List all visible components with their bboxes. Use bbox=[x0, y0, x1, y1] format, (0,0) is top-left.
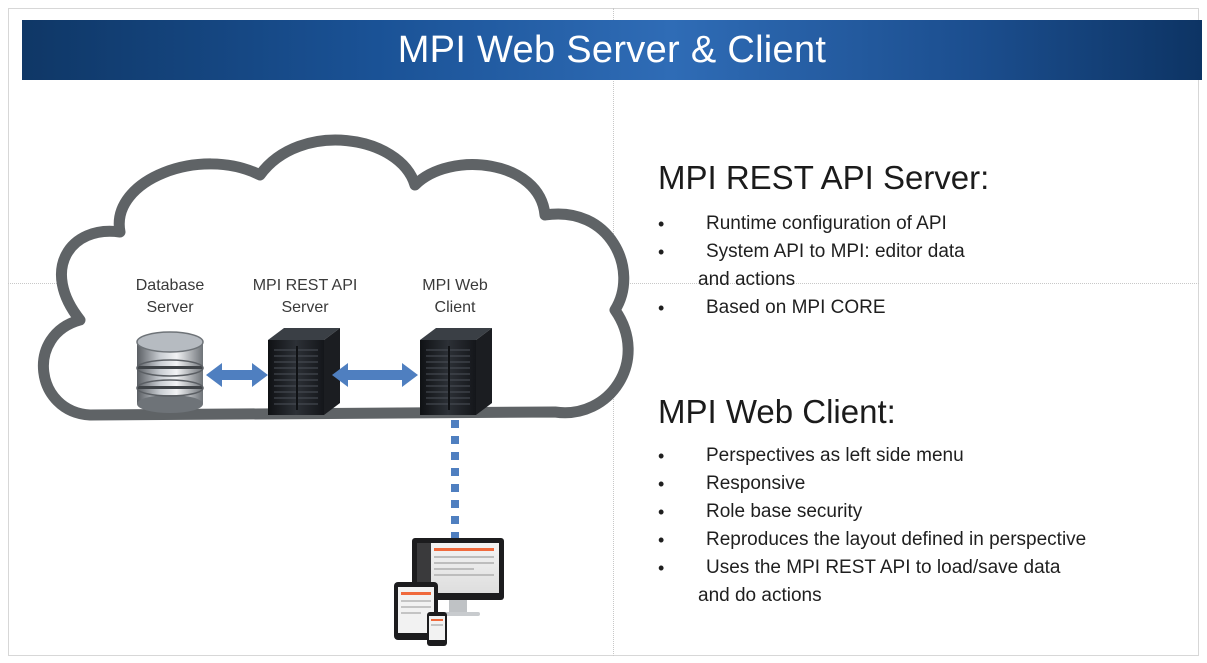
server-bullet-list: Runtime configuration of API System API … bbox=[658, 210, 989, 322]
server-bullet: Based on MPI CORE bbox=[658, 294, 989, 322]
server-section-heading: MPI REST API Server: bbox=[658, 159, 990, 196]
server-section: MPI REST API Server: Runtime configurati… bbox=[658, 158, 989, 322]
server-bullet-continuation: and actions bbox=[698, 269, 796, 290]
database-server-label-line1: Database bbox=[135, 277, 205, 294]
client-bullet: Role base security bbox=[658, 498, 1086, 526]
database-icon bbox=[136, 331, 204, 413]
client-section: MPI Web Client: Perspectives as left sid… bbox=[658, 392, 1086, 610]
client-bullet: Perspectives as left side menu bbox=[658, 442, 1086, 470]
client-bullet: Responsive bbox=[658, 470, 1086, 498]
api-server-label-line2: Server bbox=[281, 299, 329, 316]
web-client-label-line2: Client bbox=[434, 299, 476, 316]
database-server-label-line2: Server bbox=[146, 299, 194, 316]
slide-frame bbox=[8, 8, 1199, 656]
web-client-label: MPI Web Client bbox=[385, 275, 525, 319]
slide-title: MPI Web Server & Client bbox=[397, 28, 827, 71]
client-bullet: Reproduces the layout defined in perspec… bbox=[658, 526, 1086, 554]
client-bullet-continuation: and do actions bbox=[698, 585, 822, 606]
server-bullet: Runtime configuration of API bbox=[658, 210, 989, 238]
api-server-tower-icon bbox=[268, 328, 340, 415]
client-bullet: Uses the MPI REST API to load/save data bbox=[658, 554, 1086, 582]
api-server-label: MPI REST API Server bbox=[235, 275, 375, 319]
title-bar: MPI Web Server & Client bbox=[22, 20, 1202, 80]
api-web-double-arrow bbox=[332, 363, 418, 387]
responsive-devices-icon bbox=[394, 538, 504, 646]
api-server-label-line1: MPI REST API bbox=[252, 277, 358, 294]
client-section-heading: MPI Web Client: bbox=[658, 393, 896, 430]
db-api-double-arrow bbox=[206, 363, 268, 387]
server-bullet: System API to MPI: editor data bbox=[658, 238, 989, 266]
client-bullet-list: Perspectives as left side menu Responsiv… bbox=[658, 442, 1086, 610]
web-client-tower-icon bbox=[420, 328, 492, 415]
database-server-label: Database Server bbox=[100, 275, 240, 319]
web-client-label-line1: MPI Web bbox=[422, 277, 488, 294]
